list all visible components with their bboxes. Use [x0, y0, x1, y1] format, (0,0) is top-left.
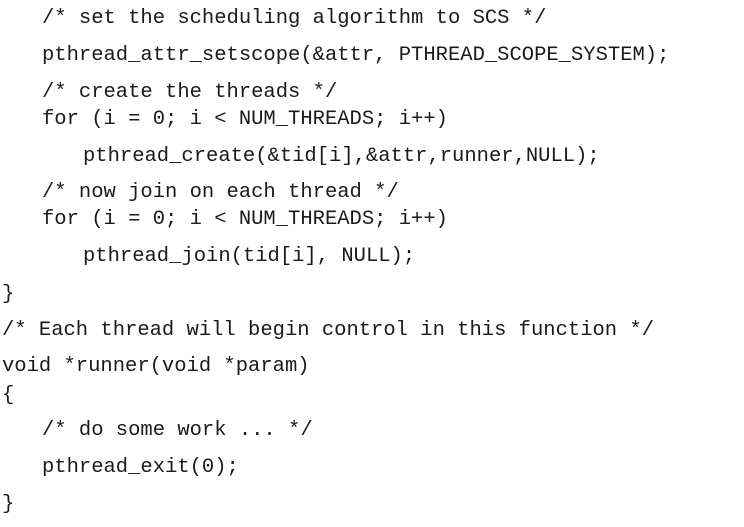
comment-line: /* set the scheduling algorithm to SCS *…: [42, 7, 547, 30]
code-line: pthread_attr_setscope(&attr, PTHREAD_SCO…: [42, 44, 670, 67]
code-line: void *runner(void *param): [2, 355, 310, 378]
code-line: }: [2, 493, 15, 516]
code-line: {: [2, 384, 15, 407]
comment-line: /* create the threads */: [42, 81, 338, 104]
code-line: pthread_create(&tid[i],&attr,runner,NULL…: [83, 145, 600, 168]
code-line: }: [2, 283, 15, 306]
code-line: for (i = 0; i < NUM_THREADS; i++): [42, 108, 448, 131]
comment-line: /* now join on each thread */: [42, 181, 399, 204]
code-line: pthread_exit(0);: [42, 456, 239, 479]
code-line: pthread_join(tid[i], NULL);: [83, 245, 416, 268]
comment-line: /* do some work ... */: [42, 419, 313, 442]
code-line: for (i = 0; i < NUM_THREADS; i++): [42, 208, 448, 231]
comment-line: /* Each thread will begin control in thi…: [2, 319, 655, 342]
